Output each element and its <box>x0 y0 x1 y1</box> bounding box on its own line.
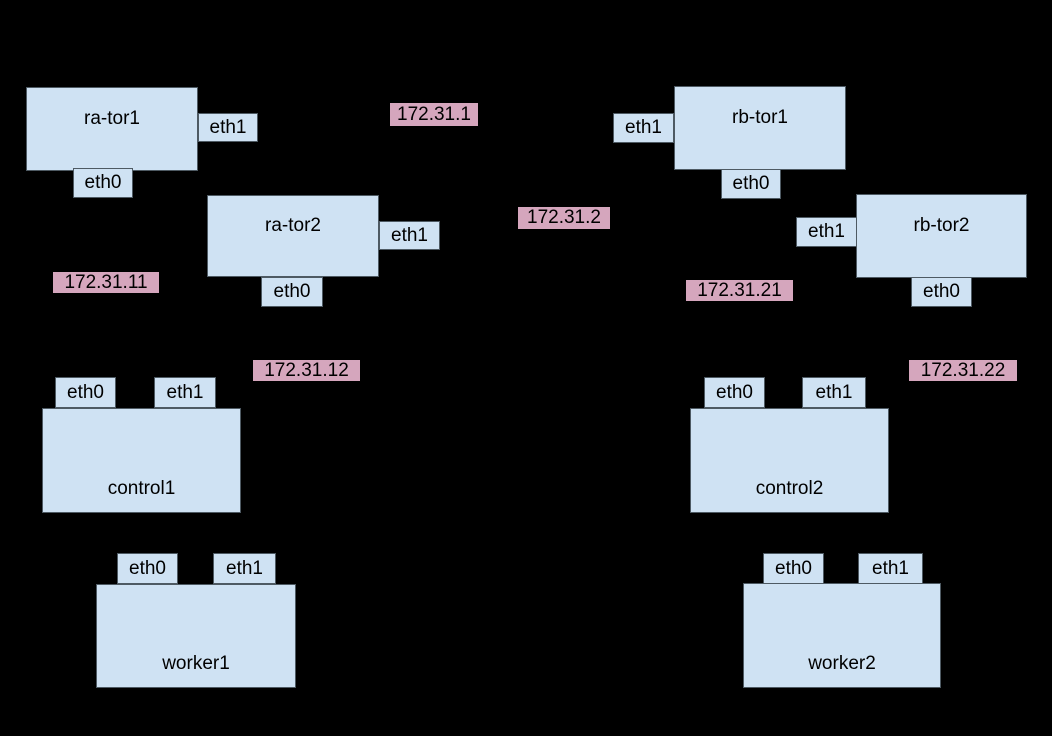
port-rb-tor1-eth0-label: eth0 <box>732 173 770 194</box>
port-worker1-eth1-label: eth1 <box>226 557 263 579</box>
port-worker1-eth0-label: eth0 <box>129 557 166 579</box>
ip-label-172-31-1-text: 172.31.1 <box>397 103 471 125</box>
ip-label-172-31-1: 172.31.1 <box>390 103 478 126</box>
port-worker1-eth0: eth0 <box>117 553 178 584</box>
node-rb-tor1: rb-tor1 <box>674 86 846 170</box>
ip-label-172-31-22: 172.31.22 <box>909 360 1017 381</box>
node-rb-tor1-label: rb-tor1 <box>732 107 788 128</box>
port-rb-tor2-eth0-label: eth0 <box>923 281 960 302</box>
port-ra-tor2-eth0-label: eth0 <box>273 281 311 302</box>
node-ra-tor2: ra-tor2 <box>207 195 379 277</box>
ip-label-172-31-11-text: 172.31.11 <box>64 271 148 293</box>
node-rb-tor2: rb-tor2 <box>856 194 1027 278</box>
port-rb-tor2-eth0: eth0 <box>911 277 972 307</box>
port-rb-tor2-eth1: eth1 <box>796 217 857 247</box>
port-worker1-eth1: eth1 <box>213 553 276 584</box>
port-worker2-eth1: eth1 <box>858 553 923 584</box>
node-control1-label: control1 <box>107 478 176 499</box>
port-rb-tor1-eth1: eth1 <box>613 113 674 143</box>
port-control1-eth0-label: eth0 <box>67 381 104 403</box>
ip-label-172-31-12: 172.31.12 <box>253 360 360 381</box>
port-ra-tor2-eth1-label: eth1 <box>391 224 428 246</box>
node-ra-tor1: ra-tor1 <box>26 87 198 171</box>
port-ra-tor1-eth0-label: eth0 <box>84 172 122 193</box>
port-worker2-eth0-label: eth0 <box>775 557 812 579</box>
port-control2-eth0: eth0 <box>704 377 765 408</box>
port-control2-eth0-label: eth0 <box>716 381 753 403</box>
ip-label-172-31-12-text: 172.31.12 <box>264 359 349 381</box>
port-control2-eth1-label: eth1 <box>815 381 853 403</box>
node-worker2: worker2 <box>743 583 941 688</box>
node-worker1-label: worker1 <box>162 653 230 674</box>
node-control2-label: control2 <box>755 478 824 499</box>
ip-label-172-31-21-text: 172.31.21 <box>697 279 782 301</box>
node-control1: control1 <box>42 408 241 513</box>
port-worker2-eth0: eth0 <box>763 553 824 584</box>
port-rb-tor1-eth0: eth0 <box>721 169 781 199</box>
port-rb-tor2-eth1-label: eth1 <box>808 221 845 242</box>
node-control2: control2 <box>690 408 889 513</box>
node-rb-tor2-label: rb-tor2 <box>913 215 970 236</box>
port-ra-tor1-eth1-label: eth1 <box>209 116 247 138</box>
ip-label-172-31-2-text: 172.31.2 <box>527 207 601 228</box>
port-ra-tor2-eth0: eth0 <box>261 277 323 307</box>
port-control2-eth1: eth1 <box>802 377 866 408</box>
port-control1-eth1-label: eth1 <box>166 381 204 403</box>
port-control1-eth0: eth0 <box>55 377 116 408</box>
node-ra-tor2-label: ra-tor2 <box>265 215 321 236</box>
ip-label-172-31-11: 172.31.11 <box>53 272 159 293</box>
node-worker2-label: worker2 <box>808 653 876 674</box>
ip-label-172-31-2: 172.31.2 <box>518 207 610 229</box>
ip-label-172-31-21: 172.31.21 <box>686 280 793 301</box>
port-ra-tor1-eth1: eth1 <box>198 113 258 142</box>
node-worker1: worker1 <box>96 584 296 688</box>
ip-label-172-31-22-text: 172.31.22 <box>920 359 1006 381</box>
port-ra-tor2-eth1: eth1 <box>379 221 440 250</box>
port-control1-eth1: eth1 <box>154 377 216 408</box>
port-ra-tor1-eth0: eth0 <box>73 168 133 198</box>
node-ra-tor1-label: ra-tor1 <box>84 108 140 129</box>
port-worker2-eth1-label: eth1 <box>872 557 909 579</box>
port-rb-tor1-eth1-label: eth1 <box>625 117 662 138</box>
